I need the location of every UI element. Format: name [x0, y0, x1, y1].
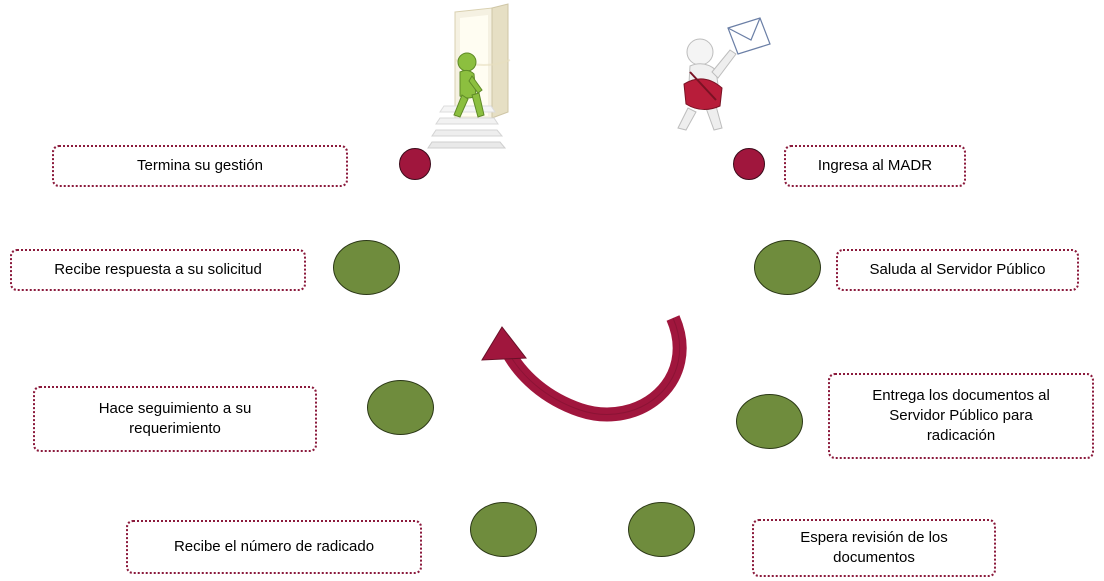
step-termina: Termina su gestión — [52, 145, 348, 187]
step-dot-saluda — [754, 240, 821, 295]
step-dot-seguimiento — [367, 380, 434, 435]
end-dot — [733, 148, 765, 180]
start-dot — [399, 148, 431, 180]
step-dot-espera — [628, 502, 695, 557]
step-seguimiento: Hace seguimiento a su requerimiento — [33, 386, 317, 452]
envelope-icon — [727, 17, 771, 55]
step-termina-label: Termina su gestión — [137, 157, 263, 174]
step-entrega-label: Entrega los documentos al Servidor Públi… — [872, 387, 1050, 444]
step-ingresa: Ingresa al MADR — [784, 145, 966, 187]
cycle-arrow-border — [506, 317, 680, 415]
step-saluda: Saluda al Servidor Público — [836, 249, 1079, 291]
mail-figure-icon — [677, 38, 737, 131]
cycle-arrow-body — [500, 315, 687, 422]
step-seguimiento-label: Hace seguimiento a su requerimiento — [98, 400, 252, 437]
step-entrega: Entrega los documentos al Servidor Públi… — [828, 373, 1094, 459]
step-recibe-numero: Recibe el número de radicado — [126, 520, 422, 574]
step-respuesta-label: Recibe respuesta a su solicitud — [54, 261, 262, 278]
step-dot-recibe — [470, 502, 537, 557]
step-ingresa-label: Ingresa al MADR — [817, 157, 933, 174]
step-dot-respuesta — [333, 240, 400, 295]
step-espera-label: Espera revisión de los documentos — [800, 529, 948, 566]
step-espera: Espera revisión de los documentos — [752, 519, 996, 577]
step-saluda-label: Saluda al Servidor Público — [869, 261, 1046, 278]
step-recibe-numero-label: Recibe el número de radicado — [173, 538, 375, 555]
step-dot-entrega — [736, 394, 803, 449]
step-respuesta: Recibe respuesta a su solicitud — [10, 249, 306, 291]
cycle-arrow-head — [481, 326, 527, 361]
walking-figure-icon — [453, 52, 485, 118]
